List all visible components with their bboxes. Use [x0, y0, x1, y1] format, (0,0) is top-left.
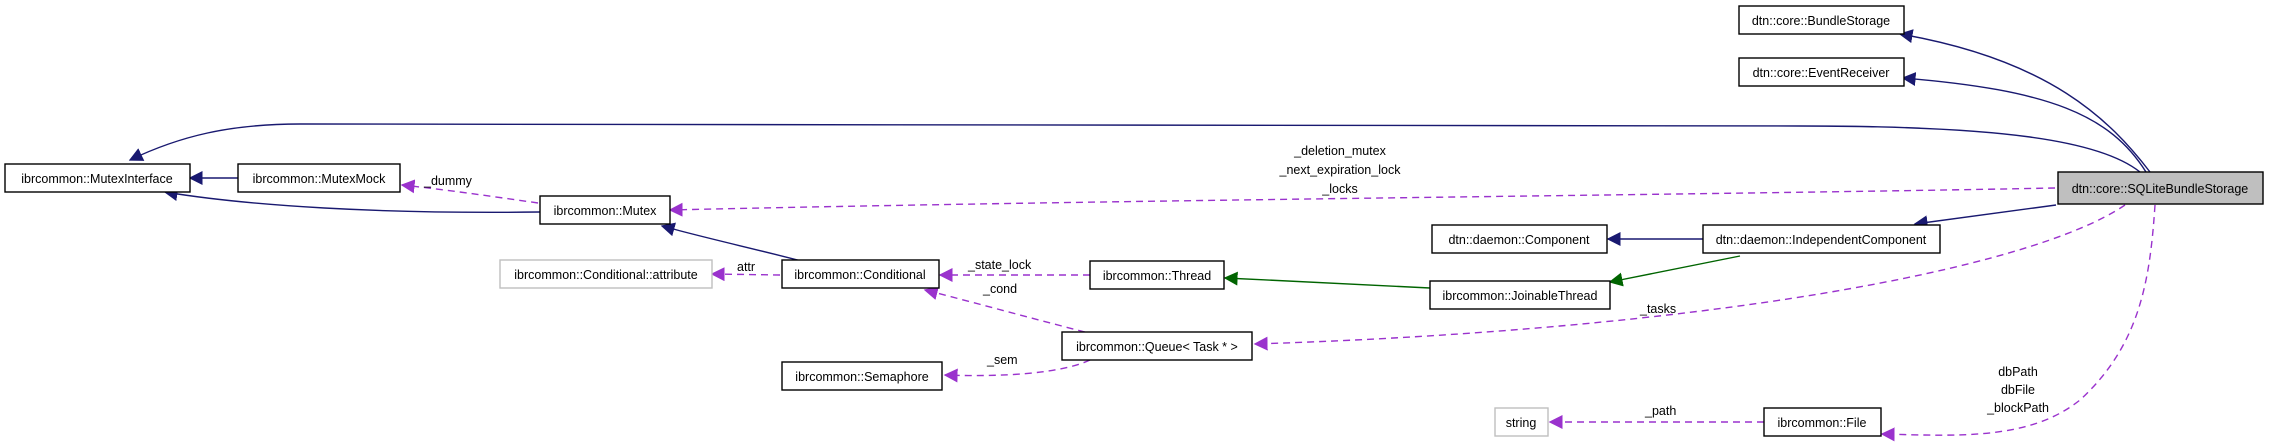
- node-event-receiver[interactable]: dtn::core::EventReceiver: [1738, 57, 1905, 87]
- svg-text:ibrcommon::Queue< Task * >: ibrcommon::Queue< Task * >: [1076, 340, 1238, 354]
- svg-text:dtn::core::SQLiteBundleStorage: dtn::core::SQLiteBundleStorage: [2072, 182, 2249, 196]
- edge-label-cond: _cond: [982, 282, 1017, 296]
- edge-sqlite-to-queue: [1253, 204, 2126, 351]
- svg-text:dtn::core::EventReceiver: dtn::core::EventReceiver: [1753, 66, 1890, 80]
- node-conditional[interactable]: ibrcommon::Conditional: [781, 259, 940, 289]
- svg-text:ibrcommon::JoinableThread: ibrcommon::JoinableThread: [1443, 289, 1598, 303]
- svg-text:ibrcommon::File: ibrcommon::File: [1778, 416, 1867, 430]
- edge-conditional-to-mutex: [660, 222, 806, 263]
- edge-queue-to-conditional: [923, 286, 1086, 333]
- svg-text:ibrcommon::MutexInterface: ibrcommon::MutexInterface: [21, 172, 172, 186]
- svg-text:string: string: [1506, 416, 1537, 430]
- svg-text:ibrcommon::Mutex: ibrcommon::Mutex: [554, 204, 658, 218]
- node-mutex[interactable]: ibrcommon::Mutex: [539, 195, 671, 225]
- edge-label-block-path: _blockPath: [1986, 401, 2049, 415]
- edge-label-attr: attr: [737, 260, 755, 274]
- edge-sqlite-to-bundle-storage: [1898, 29, 2151, 173]
- svg-text:dtn::core::BundleStorage: dtn::core::BundleStorage: [1752, 14, 1890, 28]
- svg-text:ibrcommon::Conditional::attrib: ibrcommon::Conditional::attribute: [514, 268, 697, 282]
- node-string[interactable]: string: [1494, 407, 1549, 437]
- svg-text:ibrcommon::Thread: ibrcommon::Thread: [1103, 269, 1211, 283]
- edge-label-next-expiration-lock: _next_expiration_lock: [1279, 163, 1402, 177]
- node-conditional-attribute[interactable]: ibrcommon::Conditional::attribute: [499, 259, 713, 289]
- edge-label-deletion-mutex: _deletion_mutex: [1293, 144, 1386, 158]
- edge-sqlite-to-mutex: [668, 187, 2056, 217]
- node-semaphore[interactable]: ibrcommon::Semaphore: [781, 361, 943, 391]
- edge-label-sem: _sem: [986, 353, 1018, 367]
- node-mutex-interface[interactable]: ibrcommon::MutexInterface: [4, 163, 191, 193]
- node-sqlite-bundle-storage[interactable]: dtn::core::SQLiteBundleStorage: [2057, 171, 2264, 205]
- node-mutex-mock[interactable]: ibrcommon::MutexMock: [237, 163, 401, 193]
- edge-label-dummy: _dummy: [423, 174, 473, 188]
- edge-conditional-to-attribute: [710, 267, 781, 282]
- svg-text:dtn::daemon::IndependentCompon: dtn::daemon::IndependentComponent: [1716, 233, 1927, 247]
- edge-label-db-file: dbFile: [2001, 383, 2035, 397]
- svg-text:ibrcommon::Semaphore: ibrcommon::Semaphore: [795, 370, 928, 384]
- edge-independent-component-to-joinable-thread: [1608, 255, 1741, 287]
- node-component[interactable]: dtn::daemon::Component: [1431, 224, 1608, 254]
- node-independent-component[interactable]: dtn::daemon::IndependentComponent: [1702, 224, 1941, 254]
- edge-sqlite-to-mutex-interface: [128, 123, 2141, 173]
- svg-text:dtn::daemon::Component: dtn::daemon::Component: [1448, 233, 1590, 247]
- edge-label-path: _path: [1644, 404, 1676, 418]
- node-thread[interactable]: ibrcommon::Thread: [1089, 260, 1225, 290]
- edge-label-locks: _locks: [1321, 182, 1357, 196]
- node-file[interactable]: ibrcommon::File: [1763, 407, 1882, 437]
- node-joinable-thread[interactable]: ibrcommon::JoinableThread: [1429, 280, 1611, 310]
- edge-mutex-to-mutex-interface: [163, 187, 541, 214]
- edge-label-db-path: dbPath: [1998, 365, 2038, 379]
- edge-sqlite-to-file: [1880, 204, 2156, 442]
- svg-text:ibrcommon::MutexMock: ibrcommon::MutexMock: [253, 172, 386, 186]
- edge-joinable-thread-to-thread: [1223, 271, 1431, 289]
- edge-sqlite-to-independent-component: [1913, 204, 2057, 230]
- edge-label-state-lock: _state_lock: [967, 258, 1032, 272]
- edge-label-tasks: _tasks: [1639, 302, 1676, 316]
- svg-text:ibrcommon::Conditional: ibrcommon::Conditional: [794, 268, 925, 282]
- node-queue[interactable]: ibrcommon::Queue< Task * >: [1061, 331, 1253, 361]
- edge-sqlite-to-event-receiver: [1901, 72, 2147, 173]
- node-bundle-storage[interactable]: dtn::core::BundleStorage: [1738, 5, 1905, 35]
- edge-queue-to-semaphore: [943, 359, 1091, 383]
- edge-mutex-to-mutex-mock: [400, 179, 539, 204]
